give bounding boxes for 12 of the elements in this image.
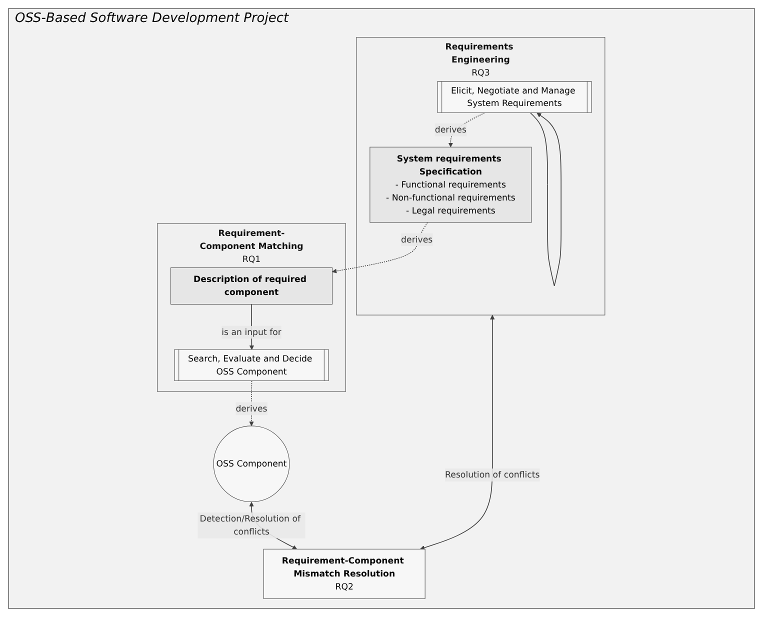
document-box: Requirement-Component Mismatch Resolution RQ2 (264, 548, 426, 599)
document-box: System requirements Specification - Functional requirements - Non-functional requirements - Legal requirements (370, 146, 532, 223)
component-circle: OSS Component (214, 426, 290, 502)
process-box: Search, Evaluate and Decide OSS Component (174, 349, 330, 381)
document-box: Description of required component (170, 267, 333, 305)
edge-label: is an input for (222, 326, 282, 339)
process-box: Elicit, Negotiate and Manage System Requirements (438, 81, 592, 113)
edge-label: Resolution of conflicts (445, 468, 540, 482)
edge-label: derives (401, 233, 434, 246)
edge-label: derives (435, 123, 467, 136)
diagram-title: OSS-Based Software Development Project (14, 10, 290, 28)
edge-label: derives (236, 402, 268, 416)
